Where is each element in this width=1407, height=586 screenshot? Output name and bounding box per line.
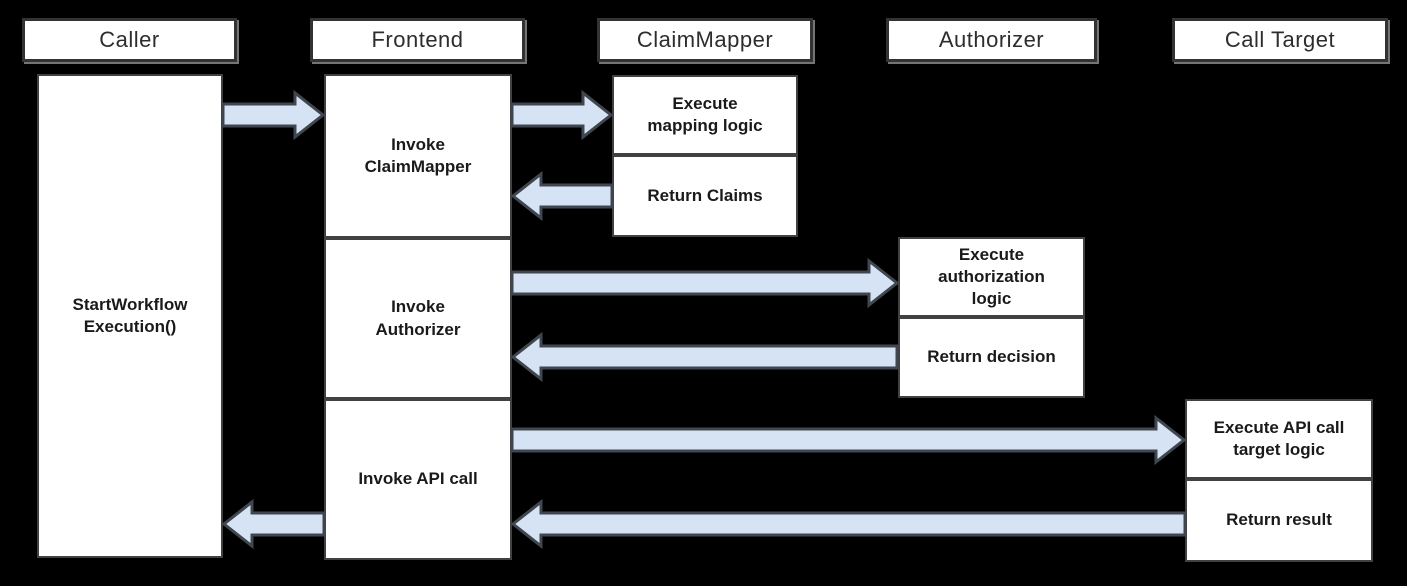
arrow-frontend-to-caller-icon [221, 498, 326, 550]
arrow-authorizer-to-frontend-icon [510, 331, 899, 383]
caller-activation-label: StartWorkflow Execution() [72, 294, 188, 336]
frontend-section-invoke-api-call: Invoke API call [324, 399, 512, 560]
arrow-frontend-to-authorizer-icon [510, 257, 900, 309]
lifeline-header-claimmapper: ClaimMapper [597, 18, 813, 62]
frontend-section-invoke-claimmapper: Invoke ClaimMapper [324, 74, 512, 238]
authorizer-step-label: Return decision [927, 347, 1056, 367]
arrow-frontend-to-calltarget-icon [510, 414, 1187, 466]
claimmapper-step-execute-mapping-logic: Execute mapping logic [612, 75, 798, 155]
frontend-section-label: Invoke ClaimMapper [364, 134, 472, 176]
lifeline-header-authorizer: Authorizer [886, 18, 1097, 62]
claimmapper-step-label: Execute mapping logic [647, 93, 763, 135]
calltarget-step-label: Return result [1226, 510, 1332, 530]
arrow-frontend-to-claimmapper-icon [510, 89, 614, 141]
authorizer-step-return-decision: Return decision [898, 317, 1085, 398]
frontend-section-label: Invoke API call [358, 469, 478, 489]
frontend-section-label: Invoke Authorizer [375, 297, 461, 339]
calltarget-step-execute-api-call-target-logic: Execute API call target logic [1185, 399, 1373, 479]
caller-activation-startworkflowexecution: StartWorkflow Execution() [37, 74, 223, 558]
arrow-calltarget-to-frontend-icon [510, 498, 1187, 550]
calltarget-step-return-result: Return result [1185, 479, 1373, 562]
authorizer-step-label: Execute authorization logic [938, 244, 1045, 309]
frontend-section-invoke-authorizer: Invoke Authorizer [324, 238, 512, 399]
lifeline-header-caller: Caller [22, 18, 237, 62]
lifeline-header-call-target: Call Target [1172, 18, 1388, 62]
claimmapper-step-return-claims: Return Claims [612, 155, 798, 237]
arrow-claimmapper-to-frontend-icon [510, 170, 614, 222]
lifeline-header-frontend: Frontend [310, 18, 525, 62]
claimmapper-step-label: Return Claims [647, 185, 763, 205]
arrow-caller-to-frontend-icon [221, 89, 326, 141]
calltarget-step-label: Execute API call target logic [1213, 417, 1345, 459]
authorizer-step-execute-authorization-logic: Execute authorization logic [898, 237, 1085, 317]
